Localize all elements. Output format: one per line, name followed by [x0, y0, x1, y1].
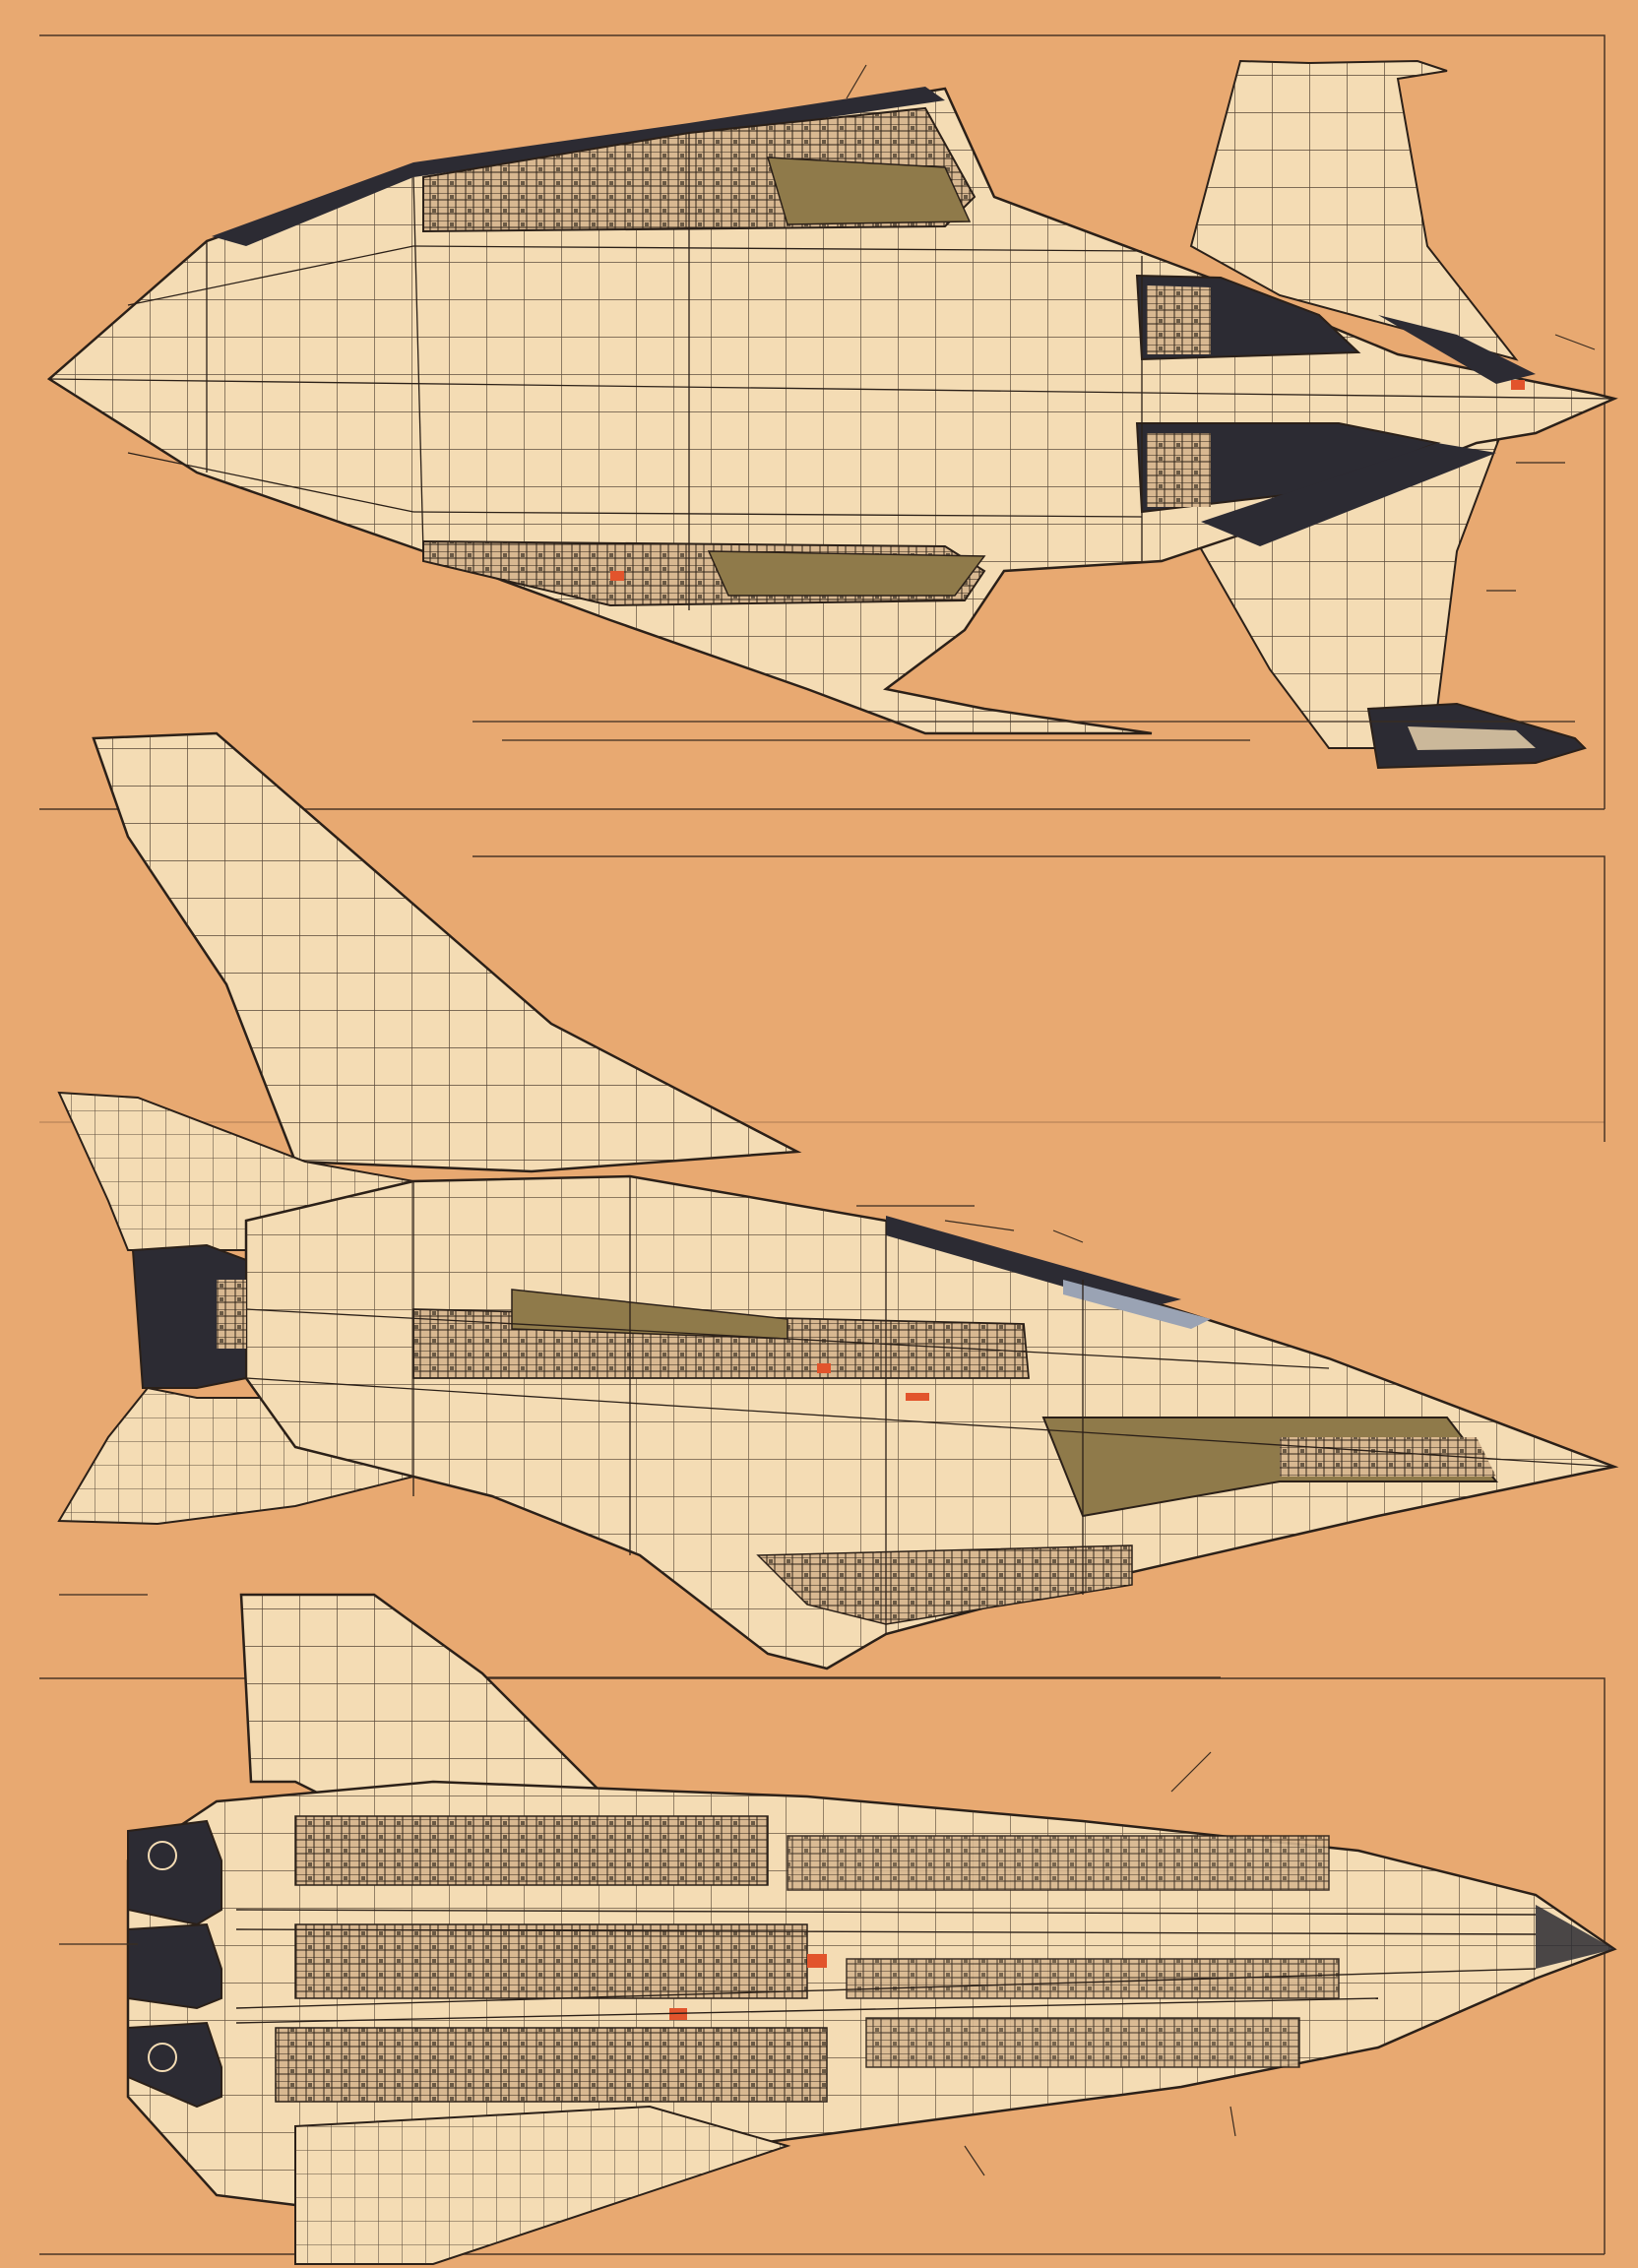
side-view	[57, 731, 1619, 1678]
top-view	[46, 59, 1618, 770]
bottom-view	[59, 1593, 1617, 2265]
